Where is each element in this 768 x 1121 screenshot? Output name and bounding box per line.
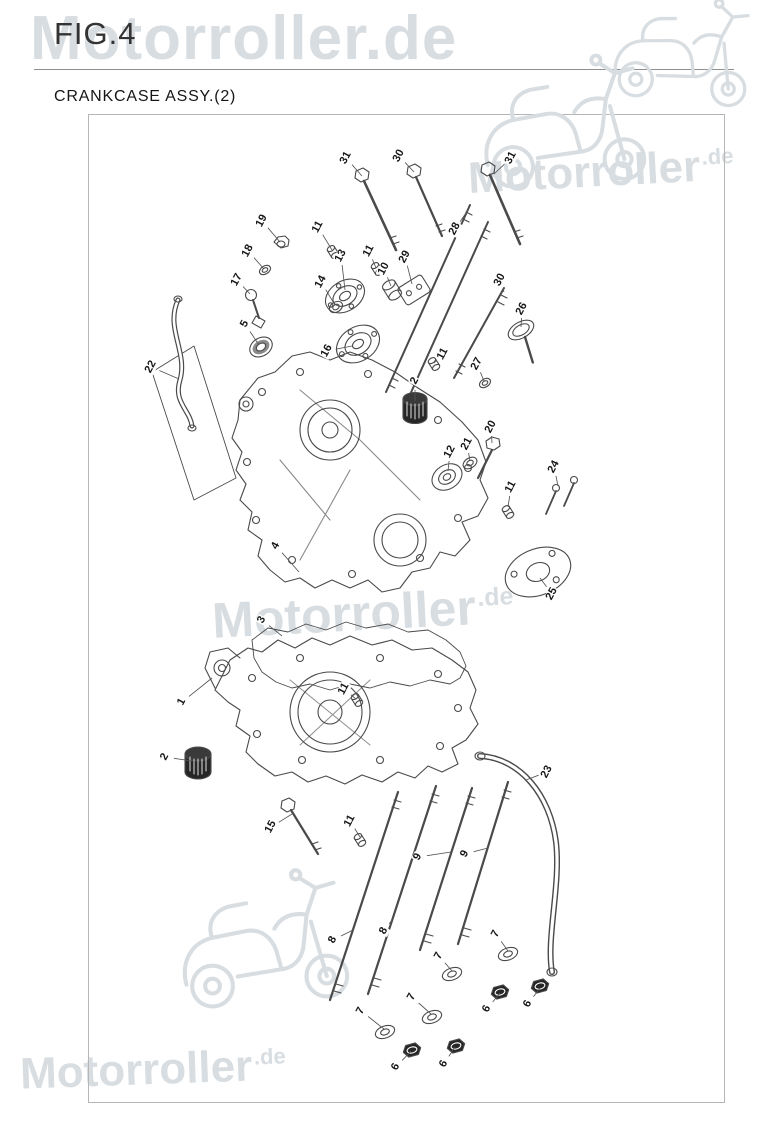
header-divider	[34, 69, 734, 70]
watermark-brand-top: Motorroller.de	[30, 4, 458, 73]
figure-label: FIG.4	[54, 16, 137, 51]
diagram-frame	[88, 114, 725, 1103]
figure-subtitle: CRANKCASE ASSY.(2)	[54, 88, 237, 105]
scooter-watermark-top-corner	[610, 0, 756, 109]
